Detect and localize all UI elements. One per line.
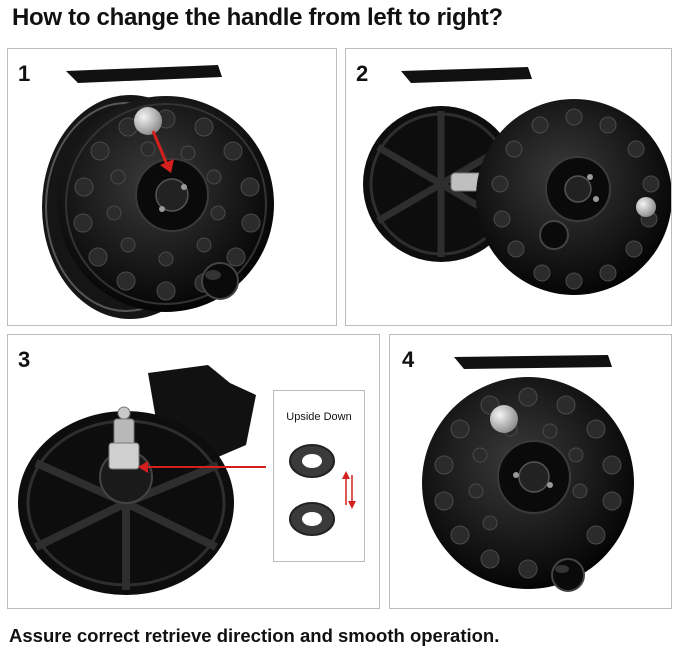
reel-frame-image — [18, 365, 266, 595]
reel-separated-image — [363, 67, 671, 295]
page-title: How to change the handle from left to ri… — [12, 4, 503, 31]
footer-caption: Assure correct retrieve direction and sm… — [9, 625, 500, 646]
step-panel-3: 3 Upside Down — [7, 334, 380, 609]
step-panel-1: 1 — [7, 48, 337, 326]
step-number: 1 — [18, 61, 31, 86]
inset-label: Upside Down — [286, 411, 352, 423]
step-number: 3 — [18, 347, 31, 372]
upside-down-inset: Upside Down — [273, 390, 365, 562]
step-panel-4: 4 — [389, 334, 672, 609]
reel-front-image — [42, 65, 274, 319]
step-number: 2 — [356, 61, 369, 86]
bushing-rings-image — [289, 444, 356, 536]
reel-right-handle-image — [422, 355, 634, 592]
step-panel-2: 2 — [345, 48, 672, 326]
step-number: 4 — [402, 347, 415, 372]
